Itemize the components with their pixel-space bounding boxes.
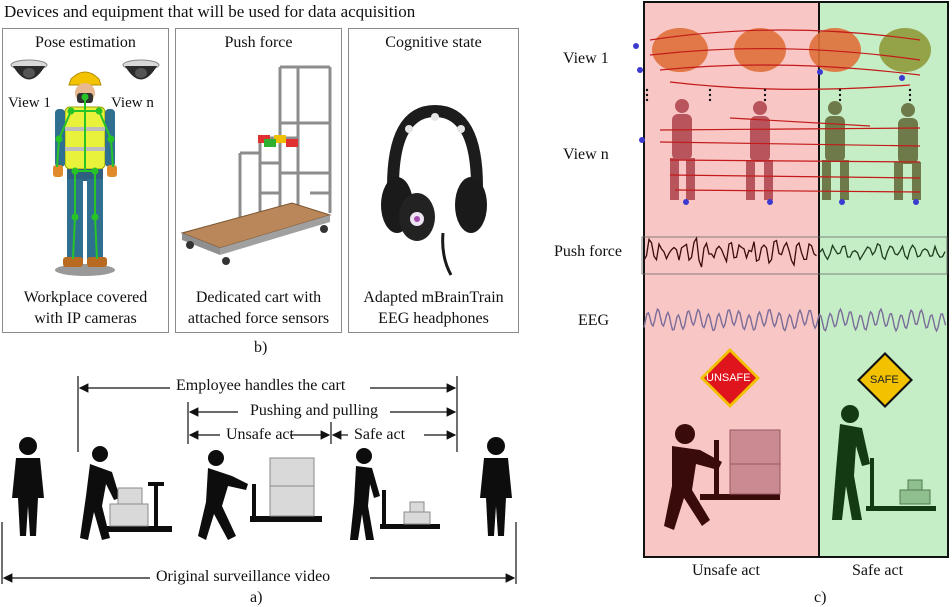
- caption-line: with IP cameras: [34, 310, 137, 327]
- worker-silhouettes: [12, 437, 512, 540]
- panel-c-divider: [818, 1, 820, 556]
- caption-line: EEG headphones: [378, 310, 489, 327]
- safe-sign: [857, 352, 913, 408]
- row-label-view-n: View n: [563, 146, 609, 163]
- employee-handles-label: Employee handles the cart: [176, 377, 346, 394]
- view-1-label: View 1: [8, 95, 51, 111]
- safe-act-caption: Safe act: [852, 562, 904, 579]
- panel-title: Pose estimation: [35, 34, 136, 51]
- safe-sign-text: SAFE: [870, 374, 899, 386]
- eeg-headphones-icon: [381, 104, 487, 276]
- label-a: a): [250, 589, 263, 606]
- original-video-label: Original surveillance video: [156, 568, 331, 585]
- row-label-view-1: View 1: [563, 50, 609, 67]
- camera-icon: [122, 59, 160, 80]
- panel-cognitive-state: Cognitive state Adapted mBrainTrain EEG …: [348, 28, 519, 333]
- unsafe-sign-text: UNSAFE: [706, 372, 751, 384]
- panel-pose-estimation: Pose estimation View 1 View n: [2, 28, 169, 333]
- caption-line: Adapted mBrainTrain: [363, 289, 504, 306]
- cart-illustration: [180, 65, 332, 265]
- view-1-poses: [633, 28, 931, 90]
- view-n-poses: [639, 99, 921, 205]
- panel-c-frame: [643, 1, 949, 558]
- panel-title: Cognitive state: [385, 34, 482, 51]
- pushing-pulling-label: Pushing and pulling: [250, 402, 379, 419]
- panel-c-graphics: [633, 28, 948, 530]
- label-c: c): [814, 589, 827, 606]
- timeline-arrows: [1, 376, 517, 584]
- panel-push-force: Push force Dedicated cart wit: [175, 28, 342, 333]
- panel-caption: Dedicated cart with attached force senso…: [176, 287, 341, 329]
- unsafe-sign: [700, 348, 760, 408]
- caption-line: Dedicated cart with: [195, 289, 322, 306]
- figure-title: Devices and equipment that will be used …: [4, 2, 416, 21]
- safe-act-label: Safe act: [354, 426, 406, 443]
- camera-icon: [10, 59, 48, 80]
- panel-title: Push force: [224, 34, 293, 51]
- panel-caption: Adapted mBrainTrain EEG headphones: [349, 287, 518, 329]
- panel-caption: Workplace covered with IP cameras: [3, 287, 168, 329]
- row-label-eeg: EEG: [578, 312, 610, 329]
- view-n-label: View n: [111, 95, 154, 111]
- label-b: b): [254, 339, 268, 356]
- caption-line: attached force sensors: [187, 310, 330, 327]
- caption-line: Workplace covered: [23, 289, 148, 306]
- unsafe-act-caption: Unsafe act: [692, 562, 760, 579]
- worker-pose-illustration: [53, 71, 117, 276]
- row-label-push-force: Push force: [554, 243, 622, 260]
- unsafe-act-label: Unsafe act: [226, 426, 294, 443]
